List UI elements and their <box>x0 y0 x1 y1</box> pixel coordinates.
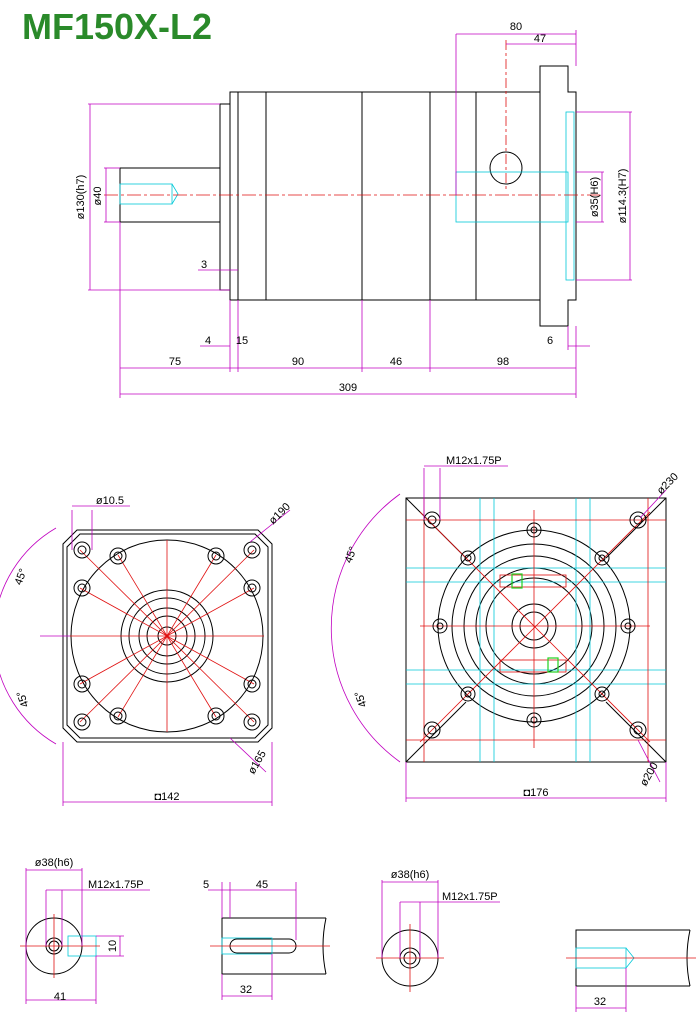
shaft-variant-1: ø38(h6) M12x1.75P 10 41 <box>20 857 150 1004</box>
dim-square-142: ◘142 <box>155 791 180 803</box>
angle-45-upper: 45° <box>13 567 30 587</box>
dim-dia-190: ø190 <box>267 501 293 527</box>
thread-spec-m12: M12x1.75P <box>442 891 498 903</box>
dim-80: 80 <box>510 21 522 33</box>
shaft-variant-2: 5 45 32 <box>203 879 330 1000</box>
dim-32: 32 <box>240 984 252 996</box>
dim-6: 6 <box>547 335 553 347</box>
dim-41: 41 <box>54 991 66 1003</box>
side-view: 80 47 ø130(h7) ø40 ø35(H6) ø114.3(H7) 3 … <box>75 21 632 398</box>
dim-98: 98 <box>497 356 509 368</box>
rear-bolt-holes <box>423 511 647 739</box>
clamp-slot-upper <box>499 574 567 588</box>
dim-15: 15 <box>236 335 248 347</box>
dim-square-176: ◘176 <box>524 787 549 799</box>
dim-46: 46 <box>390 356 402 368</box>
dim-dia-38: ø38(h6) <box>35 857 74 869</box>
input-bore-hidden <box>455 171 569 223</box>
clamp-access-hole <box>489 151 523 185</box>
clamp-key-upper <box>511 573 523 589</box>
rear-flange-outline <box>405 497 667 763</box>
dim-dia-38: ø38(h6) <box>391 869 430 881</box>
drawing-title: MF150X-L2 <box>22 6 213 47</box>
dim-3: 3 <box>201 259 207 271</box>
stage-body-1 <box>265 91 363 301</box>
dim-10: 10 <box>107 940 119 952</box>
dim-dia-40: ø40 <box>92 187 104 206</box>
front-flange-outline <box>62 529 273 743</box>
front-bolt-holes <box>73 541 261 731</box>
angle-45-lower: 45° <box>15 689 32 709</box>
dim-75: 75 <box>169 356 181 368</box>
dim-5: 5 <box>203 879 209 891</box>
shaft-variant-3: ø38(h6) M12x1.75P <box>376 869 500 992</box>
rear-view: M12x1.75P ø230 ø200 45° 45° ◘176 <box>330 455 681 802</box>
clamp-key-lower <box>547 657 559 673</box>
dim-dia-35: ø35(H6) <box>589 177 601 217</box>
thread-spec-m12: M12x1.75P <box>88 879 144 891</box>
output-flange <box>237 91 267 301</box>
flange-step <box>229 91 239 301</box>
dim-309: 309 <box>339 382 357 394</box>
dim-47: 47 <box>534 33 546 45</box>
dim-dia-130: ø130(h7) <box>75 175 87 220</box>
thread-spec-m12: M12x1.75P <box>446 455 502 467</box>
shaft-collar <box>219 103 231 291</box>
dim-32: 32 <box>594 996 606 1008</box>
dim-4: 4 <box>205 335 211 347</box>
angle-45-upper: 45° <box>343 545 360 565</box>
stage-body-2 <box>361 91 431 301</box>
angle-45-lower: 45° <box>353 689 370 709</box>
stage-body-3 <box>429 91 477 301</box>
dim-dia-230: ø230 <box>655 471 681 497</box>
clamp-slot-lower <box>499 659 567 673</box>
shaft-tapped-hole <box>119 183 173 205</box>
dim-dia-114: ø114.3(H7) <box>617 169 629 224</box>
front-view: ø10.5 ø190 ø165 45° 45° ◘142 <box>0 495 293 806</box>
dim-dia-10-5: ø10.5 <box>96 495 124 507</box>
dim-45: 45 <box>256 879 268 891</box>
dim-dia-165: ø165 <box>246 749 269 777</box>
dim-90: 90 <box>292 356 304 368</box>
motor-adapter <box>475 65 577 327</box>
dim-dia-200: ø200 <box>638 761 661 789</box>
shaft-variant-4: 32 <box>566 929 696 1012</box>
